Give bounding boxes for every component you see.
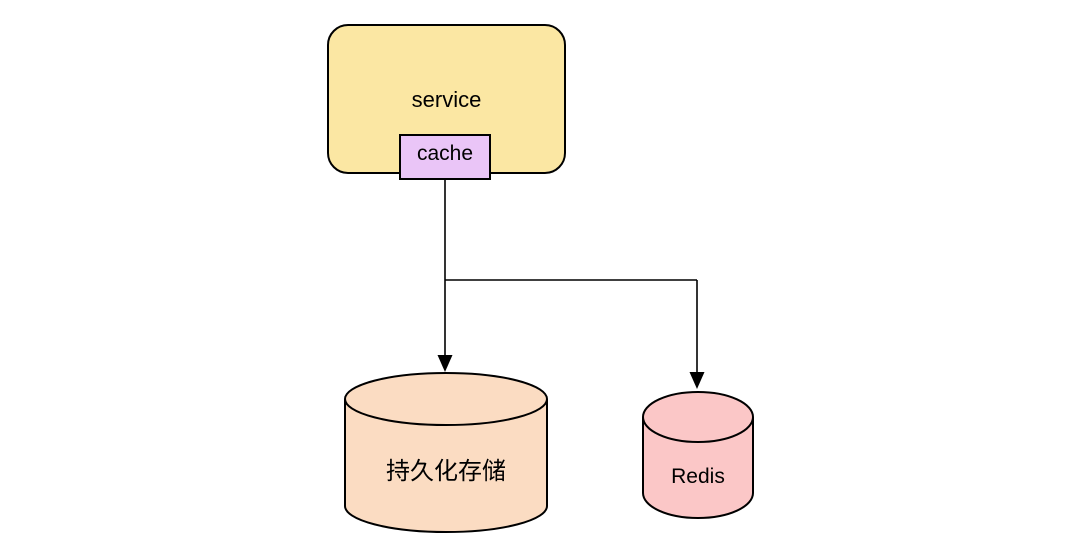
cylinder-rim [344,398,548,426]
edge-cache-to-redis [445,279,705,389]
cylinder-body [642,391,754,519]
cylinder-body [344,372,548,533]
edge-cache-to-storage [437,179,453,372]
node-redis-cylinder [642,391,754,519]
arrowhead-down-icon [437,355,453,372]
node-storage-cylinder [344,372,548,533]
arrowhead-down-icon [689,372,705,389]
cylinder-rim [642,416,754,443]
node-cache-box [399,134,491,180]
